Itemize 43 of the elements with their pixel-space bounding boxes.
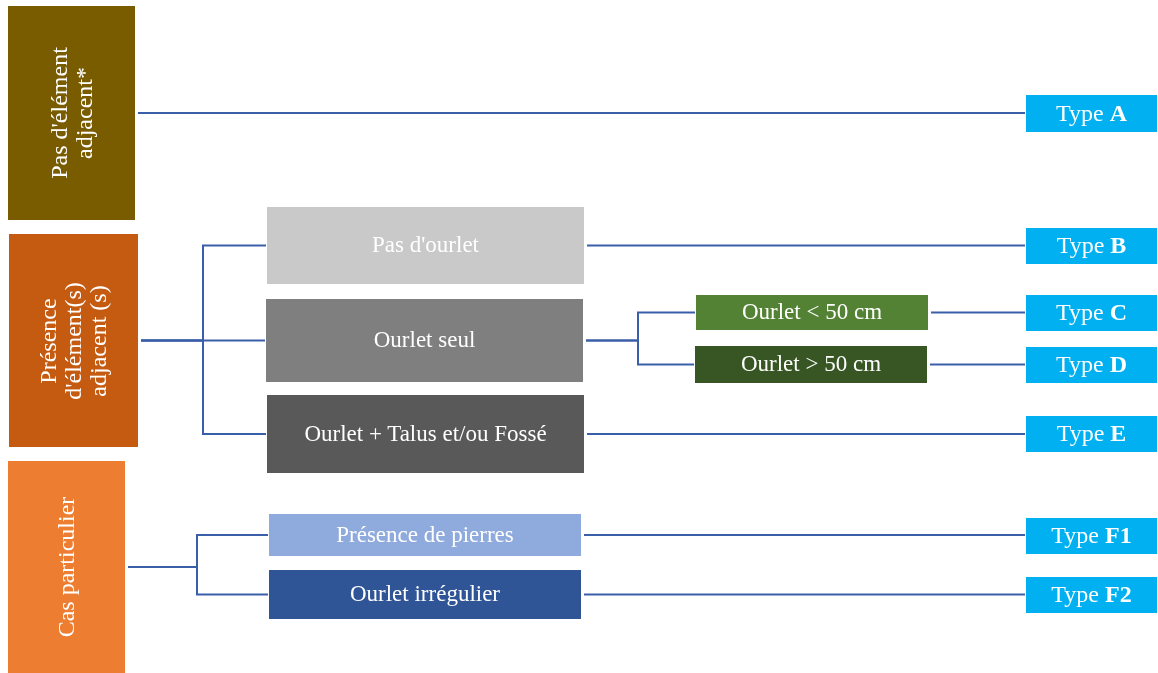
type-box — [1026, 295, 1157, 331]
box-label: Type F2 — [1051, 582, 1132, 608]
type-box — [1026, 347, 1157, 383]
box-label: Ourlet + Talus et/ou Fossé — [304, 421, 547, 447]
box-label: Ourlet seul — [373, 328, 476, 353]
connector-line — [137, 112, 1026, 114]
box-label: Ourlet irrégulier — [349, 582, 501, 607]
connector-line — [585, 339, 695, 366]
box-label: Présence de pierres — [336, 522, 514, 548]
box-label: Type C — [1056, 300, 1127, 326]
sub-box — [267, 395, 584, 473]
connector-line — [127, 566, 269, 596]
box-label: Présence d'élément(s) adjacent (s) — [35, 280, 112, 402]
sub-box — [267, 207, 584, 284]
box-label: Type E — [1056, 421, 1127, 447]
category-box — [8, 6, 135, 220]
sub-box — [695, 346, 927, 383]
connector-line — [930, 311, 1026, 314]
box-label: Pas d'élément adjacent* — [46, 46, 97, 181]
sub-box — [266, 299, 583, 382]
category-box — [8, 461, 125, 673]
box-label: Ourlet < 50 cm — [741, 300, 883, 325]
connector-line — [583, 593, 1026, 596]
sub-box — [269, 570, 581, 619]
type-box — [1026, 416, 1157, 452]
sub-box — [269, 514, 581, 556]
box-label: Type D — [1056, 352, 1127, 378]
connector-line — [140, 339, 267, 435]
type-box — [1026, 577, 1157, 613]
connector-line — [583, 534, 1026, 536]
box-label: Cas particulier — [53, 495, 80, 640]
type-box — [1026, 95, 1157, 132]
box-label: Ourlet > 50 cm — [740, 352, 882, 377]
connector-line — [586, 244, 1026, 247]
sub-box — [696, 295, 928, 330]
category-box — [9, 234, 138, 447]
box-label: Type B — [1056, 233, 1127, 259]
box-label: Type A — [1056, 100, 1127, 127]
connector-line — [586, 433, 1026, 435]
type-box — [1026, 518, 1157, 554]
connector-line — [929, 363, 1026, 366]
box-label: Type F1 — [1051, 523, 1132, 549]
type-box — [1026, 228, 1157, 264]
